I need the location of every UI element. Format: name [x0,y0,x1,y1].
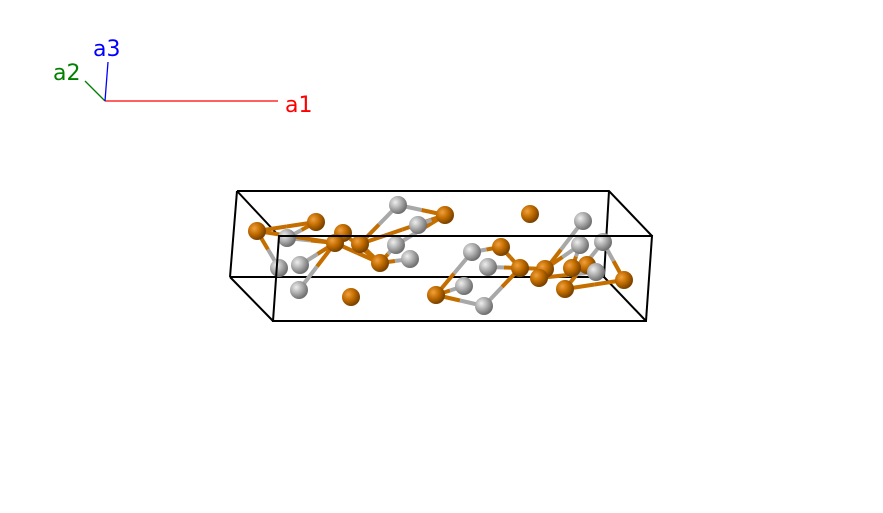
grey-atom[interactable] [290,281,308,299]
a2-label: a2 [53,61,80,86]
orange-atom[interactable] [248,222,266,240]
orange-atom[interactable] [351,235,369,253]
axis-triad: a1 a2 a3 [53,37,312,118]
orange-atom[interactable] [511,259,529,277]
orange-atom[interactable] [521,205,539,223]
orange-atom[interactable] [342,288,360,306]
a2-axis [84,80,106,102]
grey-atom[interactable] [571,236,589,254]
orange-atom[interactable] [556,280,574,298]
grey-atom[interactable] [587,263,605,281]
grey-atom[interactable] [594,233,612,251]
grey-atom[interactable] [401,250,419,268]
atoms [248,196,633,315]
orange-atom[interactable] [326,234,344,252]
grey-atom[interactable] [387,236,405,254]
a3-label: a3 [93,37,120,62]
orange-atom[interactable] [371,254,389,272]
grey-atom[interactable] [291,256,309,274]
grey-atom[interactable] [270,259,288,277]
orange-atom[interactable] [563,259,581,277]
grey-atom[interactable] [409,216,427,234]
grey-atom[interactable] [475,297,493,315]
grey-atom[interactable] [389,196,407,214]
orange-atom[interactable] [530,269,548,287]
grey-atom[interactable] [455,277,473,295]
grey-atom[interactable] [479,258,497,276]
unit-cell-front [271,235,654,322]
a3-axis [104,61,109,102]
orange-atom[interactable] [492,238,510,256]
orange-atom[interactable] [436,206,454,224]
orange-atom[interactable] [307,213,325,231]
grey-atom[interactable] [278,229,296,247]
a1-label: a1 [285,93,312,118]
grey-atom[interactable] [574,212,592,230]
grey-atom[interactable] [463,243,481,261]
orange-atom[interactable] [427,286,445,304]
orange-atom[interactable] [615,271,633,289]
